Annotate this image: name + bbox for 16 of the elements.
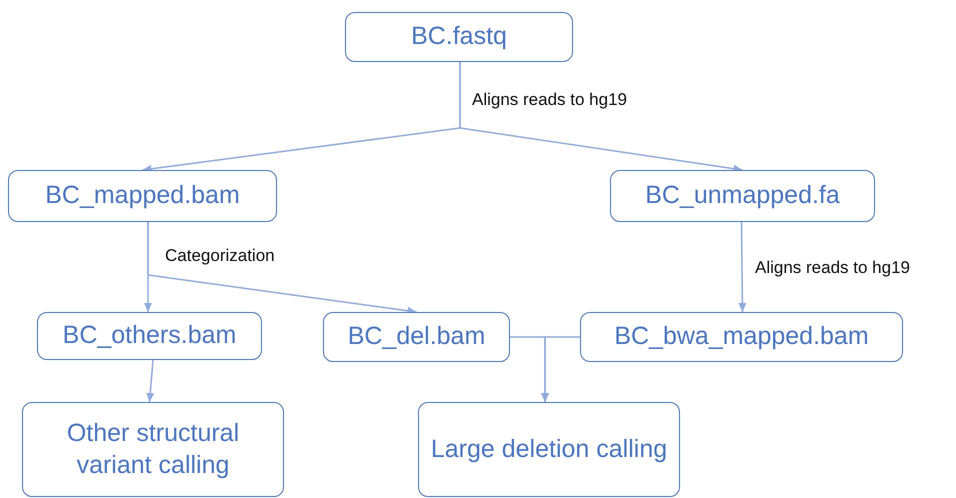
- arrow: [459, 62, 743, 173]
- process-box: BC_others.bam: [37, 312, 262, 360]
- step-note: Aligns reads to hg19: [472, 90, 627, 110]
- arrow: [146, 360, 154, 402]
- process-box: Other structural variant calling: [22, 402, 284, 497]
- process-box: BC.fastq: [345, 12, 573, 62]
- step-note: Categorization: [165, 246, 275, 266]
- process-box: Large deletion calling: [418, 402, 680, 497]
- process-box: BC_mapped.bam: [8, 170, 277, 222]
- arrow: [147, 222, 417, 315]
- process-box: BC_del.bam: [323, 312, 510, 362]
- process-box: BC_bwa_mapped.bam: [580, 312, 903, 362]
- arrow: [541, 336, 580, 402]
- process-box: BC_unmapped.fa: [610, 170, 875, 222]
- arrow: [738, 222, 746, 312]
- step-note: Aligns reads to hg19: [755, 258, 910, 278]
